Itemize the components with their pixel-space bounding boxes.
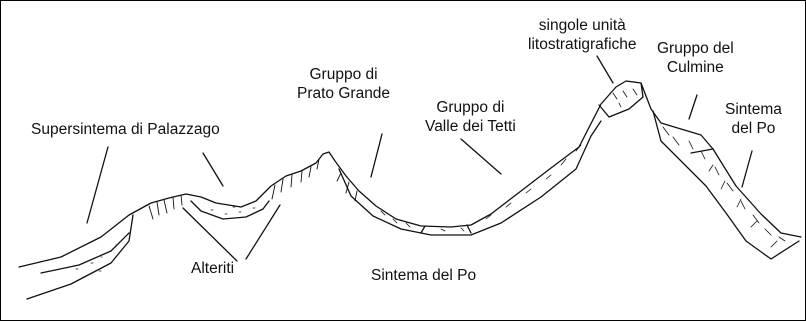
label-supersintema: Supersintema di Palazzago bbox=[31, 121, 220, 138]
leader-line bbox=[596, 55, 614, 84]
culmine-band-base bbox=[652, 110, 800, 260]
label-singole-unita: singole unità litostratigrafiche bbox=[528, 17, 637, 53]
band-separator bbox=[690, 148, 714, 154]
label-culmine: Gruppo del Culmine bbox=[657, 40, 734, 76]
leader-line bbox=[741, 150, 753, 188]
lower-slope-line bbox=[26, 214, 134, 300]
leader-line bbox=[688, 94, 698, 120]
leader-line bbox=[370, 133, 383, 178]
leader-line bbox=[182, 207, 238, 262]
leader-line bbox=[86, 146, 109, 224]
terrain-profile-line bbox=[18, 80, 802, 268]
label-valle-tetti: Gruppo di Valle dei Tetti bbox=[425, 99, 516, 135]
summit-deposit bbox=[598, 82, 644, 118]
valley-fill-base bbox=[338, 120, 602, 236]
leader-line bbox=[202, 152, 224, 187]
deposit-lens-left bbox=[40, 232, 130, 274]
leader-line bbox=[245, 204, 281, 260]
label-sintema-po-bottom: Sintema del Po bbox=[371, 267, 477, 284]
band-separator bbox=[420, 225, 426, 234]
label-alteriti: Alteriti bbox=[191, 260, 235, 277]
leader-line bbox=[460, 138, 502, 175]
alteriti-pocket bbox=[190, 200, 270, 220]
band-separator bbox=[466, 224, 472, 234]
label-prato-grande: Gruppo di Prato Grande bbox=[297, 66, 391, 102]
label-sintema-po-right: Sintema del Po bbox=[725, 101, 782, 137]
